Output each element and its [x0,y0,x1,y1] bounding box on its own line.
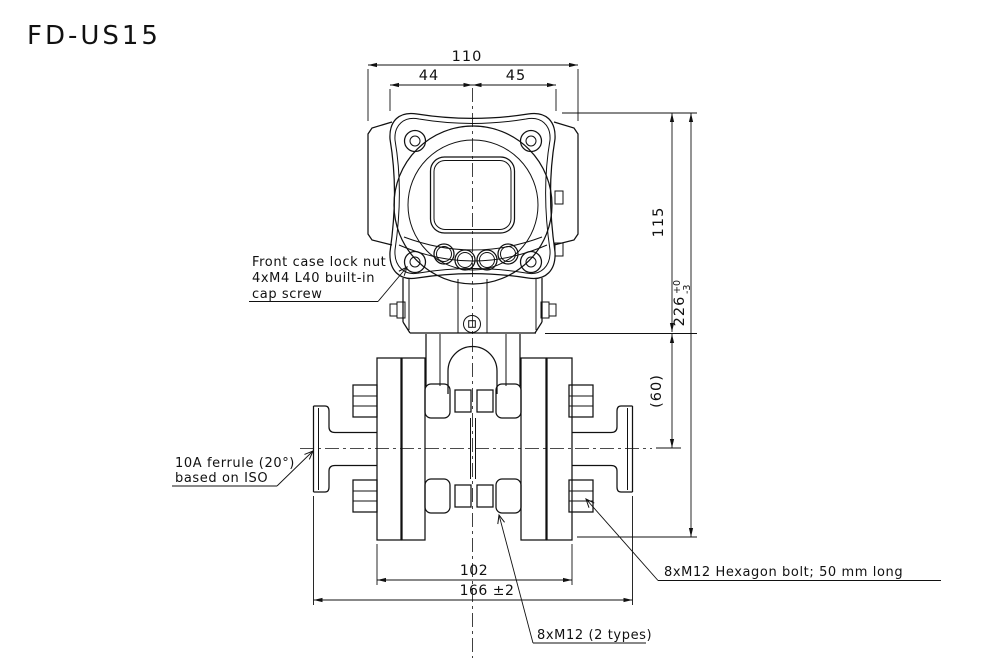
neck-bottom-screw [463,315,481,333]
conduit-ear-right [553,121,579,246]
bolt-row-bottom [352,478,594,514]
label-ferrule-line1: 10A ferrule (20°) [175,456,295,471]
flange-plate-outer-left [376,357,402,541]
neck [389,278,557,334]
flange-plate-inner-left [401,357,426,541]
hex-bolt-head [352,384,378,418]
hex-nut [424,478,451,514]
dim-text-226-tol-plus: +0 [672,280,683,294]
dim-overall-length: 166 ±2 [313,496,633,605]
hex-nut [424,383,451,419]
label-hexagon-bolt: 8xM12 Hexagon bolt; 50 mm long [585,498,941,581]
dim-text-102: 102 [460,563,488,579]
panel-buttons [433,243,519,271]
label-front-case-lock-nut: Front case lock nut 4xM4 L40 built-in ca… [249,255,408,302]
sensor-head [367,112,579,285]
button-band-upper [403,236,543,251]
neck-tab-right-cap [548,303,557,317]
label-front-case-line1: Front case lock nut [252,255,386,270]
bolt-stud [476,484,494,508]
body-dome [447,345,498,394]
bolt-stud [454,484,472,508]
bolt-stud [476,389,494,413]
dim-right-side: 115 (60) 226 +0 -3 [545,112,697,538]
hex-nut [495,383,522,419]
neck-bottom-screw-socket [468,320,476,328]
label-bolt-types: 8xM12 (2 types) [497,513,652,644]
sensor-body [425,334,521,479]
head-outline-inner [394,117,551,275]
hex-bolt-head [568,384,594,418]
bezel-ring-outer [393,125,553,285]
bolt-stud [454,389,472,413]
dim-text-226-group: 226 +0 -3 [672,280,693,326]
hex-bolt-head [568,479,594,513]
bezel-ring-inner [407,139,539,271]
ferrule-right [572,405,634,493]
ferrule-left [312,405,377,493]
flange-plate-inner-right [520,357,547,541]
label-front-case-line2: 4xM4 L40 built-in [252,271,375,286]
dim-text-110: 110 [452,49,483,65]
dim-text-226: 226 [672,296,688,327]
dim-text-44: 44 [419,68,439,84]
dim-flange-width: 102 [376,544,573,585]
neck-tab-left-cap [389,303,398,317]
dim-width-halves: 44 45 [389,68,557,111]
neck-tab-left [396,301,406,319]
conduit-ear-left [367,121,393,246]
dim-text-45: 45 [506,68,526,84]
display-window [429,156,516,234]
flange-plate-outer-right [546,357,573,541]
label-front-case-line3: cap screw [252,287,323,302]
head-outline-outer [389,112,556,280]
bolt-row-top [352,383,594,419]
flange-assembly [376,357,573,541]
hex-nut [495,478,522,514]
hinge-tab-upper [554,190,564,205]
label-hexagon-bolt-text: 8xM12 Hexagon bolt; 50 mm long [664,565,903,580]
label-ferrule-line2: based on ISO [175,471,268,486]
dim-text-226-tol-minus: -3 [682,285,693,294]
corner-screws [403,129,543,274]
hex-bolt-head [352,479,378,513]
drawing-title: FD-US15 [27,21,161,51]
dim-text-166: 166 ±2 [460,583,515,599]
button-band-lower [398,244,548,262]
dim-text-60: (60) [649,374,665,408]
dim-text-115: 115 [651,207,667,238]
dim-overall-width: 110 [367,49,579,121]
label-bolt-types-text: 8xM12 (2 types) [537,628,652,643]
label-ferrule: 10A ferrule (20°) based on ISO [172,450,314,487]
